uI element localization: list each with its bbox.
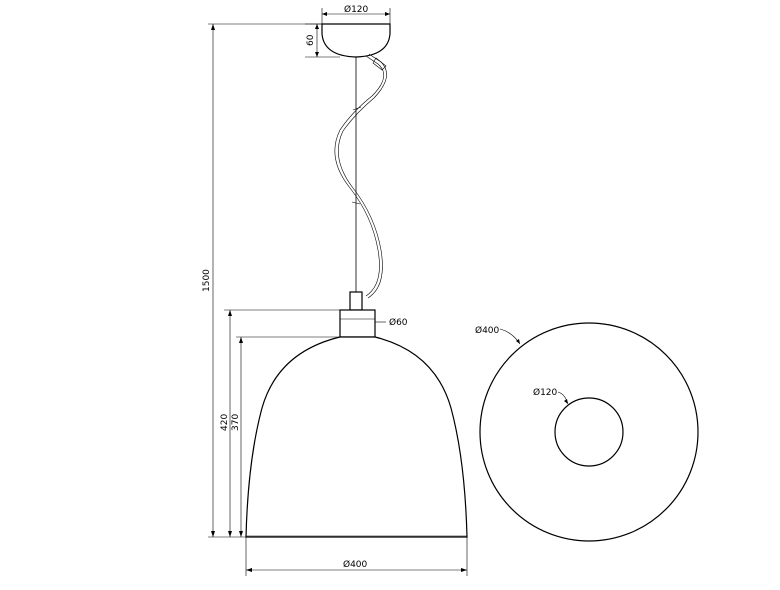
canopy-height-label: 60	[306, 34, 316, 46]
canopy-diameter-label: Ø120	[344, 4, 369, 15]
socket-housing	[339, 309, 376, 338]
total-height-label: 1500	[202, 269, 212, 292]
shade-height-total-label: 420	[220, 414, 230, 431]
dimension-lines: Ø120 60 1500 Ø60 420 370 Ø400	[202, 4, 468, 576]
side-view	[245, 23, 468, 538]
shade-height-label: 370	[231, 414, 241, 431]
power-cable	[334, 55, 385, 297]
bottom-view: Ø400 Ø120	[475, 322, 699, 542]
bottom-hole-circle	[554, 397, 624, 467]
bottom-view-diameter-label: Ø400	[475, 325, 500, 336]
lamp-shade	[245, 336, 468, 538]
canopy	[321, 23, 391, 58]
socket-diameter-label: Ø60	[389, 317, 408, 328]
cable-grommet	[372, 57, 387, 71]
shade-diameter-side-label: Ø400	[343, 559, 368, 570]
hole-diameter-label: Ø120	[533, 387, 558, 398]
socket-neck	[349, 291, 363, 311]
